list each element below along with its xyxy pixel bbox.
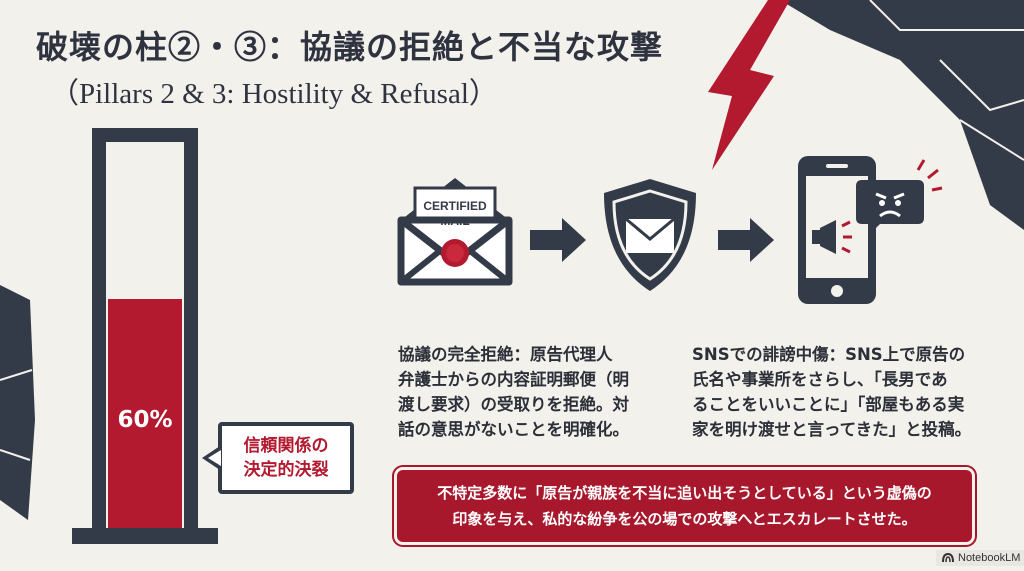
notebooklm-watermark: NotebookLM	[936, 550, 1024, 566]
arrow-right-icon	[530, 218, 586, 262]
callout-line-2: 決定的決裂	[243, 460, 329, 480]
summary-banner: 不特定多数に「原告が親族を不当に追い出そうとしている」という虚偽の 印象を与え、…	[397, 470, 972, 542]
refusal-line-4: 話の意思がないことを明確化。	[398, 420, 629, 439]
gauge-percent-label: 60%	[117, 406, 173, 433]
refusal-description: 協議の完全拒絶：原告代理人 弁護士からの内容証明郵便（明 渡し要求）の受取りを拒…	[398, 342, 629, 442]
refusal-line-2: 弁護士からの内容証明郵便（明	[398, 370, 629, 389]
trust-gauge-base	[72, 528, 218, 544]
banner-line-2: 印象を与え、私的な紛争を公の場での攻撃へとエスカレートさせた。	[452, 510, 917, 528]
sns-line-2: 氏名や事業所をさらし、「長男であ	[692, 370, 948, 389]
refusal-line-3: 渡し要求）の受取りを拒絶。対	[398, 395, 629, 414]
trust-gauge-fill: 60%	[108, 298, 182, 528]
envelope-text-2: MAIL	[440, 214, 469, 228]
shield-mail-icon	[604, 179, 696, 291]
notebooklm-logo-icon	[942, 553, 954, 563]
page-title: 破壊の柱②・③：協議の拒絶と不当な攻撃	[36, 28, 664, 66]
sns-line-4: 家を明け渡せと言ってきた」と投稿。	[692, 420, 972, 439]
certified-mail-envelope-icon: CERTIFIED MAIL	[397, 178, 513, 286]
lightning-bolt-icon	[708, 0, 790, 170]
watermark-text: NotebookLM	[958, 552, 1021, 564]
page-subtitle: （Pillars 2 & 3: Hostility & Refusal）	[50, 78, 498, 110]
callout-line-1: 信頼関係の	[243, 436, 329, 456]
refusal-line-1: 協議の完全拒絶：原告代理人	[398, 345, 613, 364]
envelope-text-1: CERTIFIED	[423, 199, 487, 213]
banner-line-1: 不特定多数に「原告が親族を不当に追い出そうとしている」という虚偽の	[437, 484, 932, 502]
trust-gauge-track: 60%	[108, 146, 182, 528]
callout-pointer-inner	[208, 450, 221, 466]
smartphone-sns-icon	[798, 156, 943, 304]
sns-line-1: SNSでの誹謗中傷：SNS上で原告の	[692, 345, 966, 364]
sns-line-3: ることをいいことに」「部屋もある実	[692, 395, 965, 414]
trust-breakdown-callout: 信頼関係の 決定的決裂	[218, 422, 354, 494]
sns-attack-description: SNSでの誹謗中傷：SNS上で原告の 氏名や事業所をさらし、「長男であ ることを…	[692, 342, 971, 442]
arrow-right-icon-2	[718, 218, 774, 262]
